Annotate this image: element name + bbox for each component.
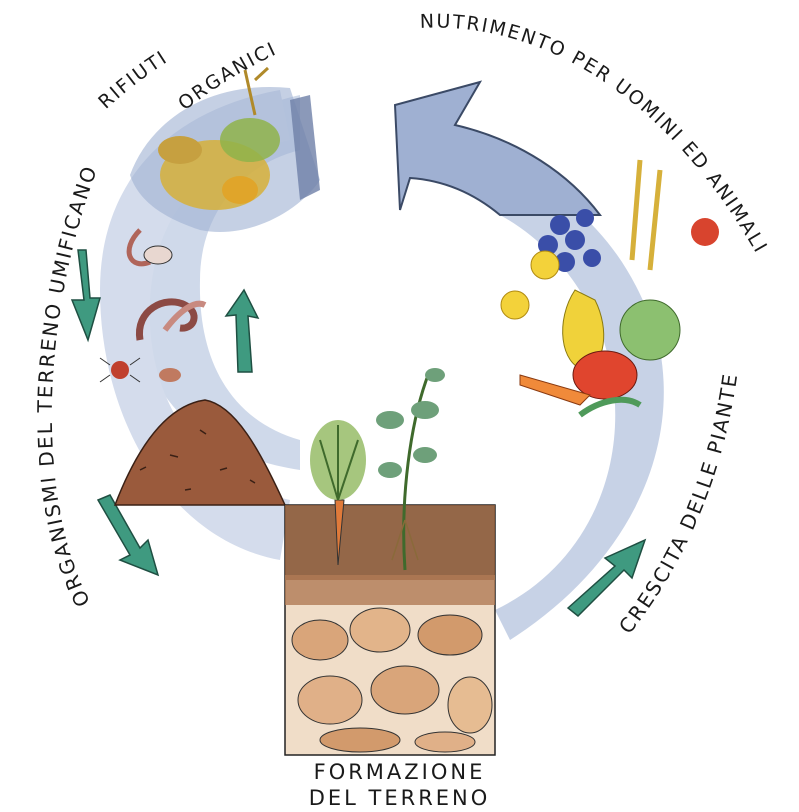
green-arrow-left-top	[72, 250, 100, 340]
organic-waste-icon	[130, 68, 320, 232]
label-formazione: FORMAZIONE	[0, 760, 799, 784]
label-del-terreno: DEL TERRENO	[0, 786, 799, 810]
soil-profile-icon	[285, 505, 495, 755]
green-arrow-inner	[226, 290, 258, 372]
label-organismi: ORGANISMI DEL TERRENO UMIFICANO	[33, 162, 102, 611]
big-cycle-arrow	[395, 82, 600, 215]
label-rifiuti: RIFIUTI	[94, 46, 172, 113]
green-arrow-left-bottom	[98, 495, 158, 575]
